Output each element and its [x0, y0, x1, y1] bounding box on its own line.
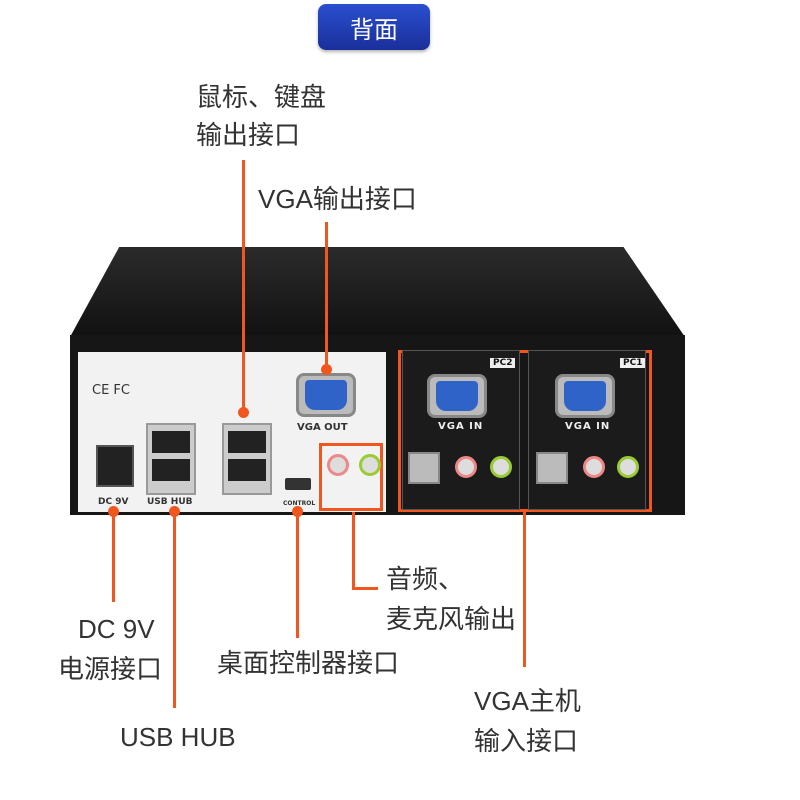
leader-usb-hub [173, 510, 176, 708]
label-vga-host-1: VGA主机 [474, 686, 581, 716]
label-vga-host-2: 输入接口 [474, 726, 579, 756]
leader-control [296, 510, 299, 638]
label-mouse-keyboard-2: 输出接口 [196, 120, 301, 150]
label-usb-hub: USB HUB [120, 722, 236, 752]
leader-dc [112, 510, 115, 602]
cert-marks: CE FC [92, 383, 130, 398]
pc1-audio-jack [617, 456, 639, 478]
mic-jack [327, 454, 349, 476]
leader-dot [321, 364, 332, 375]
leader-mouse-keyboard [242, 160, 245, 414]
leader-audio [352, 512, 355, 590]
label-vga-out: VGA输出接口 [258, 184, 417, 214]
pc2-tag: PC2 [490, 358, 516, 368]
leader-dot [238, 407, 249, 418]
pc2-mic-jack [455, 456, 477, 478]
pc2-vga-label: VGA IN [438, 421, 484, 432]
pc2-audio-jack [490, 456, 512, 478]
pc1-tag: PC1 [620, 358, 646, 368]
pc1-vga-port [555, 374, 615, 418]
control-port [285, 478, 311, 490]
usb-hub-label: USB HUB [147, 497, 193, 507]
pc2-vga-port [427, 374, 487, 418]
usb-kbd-mouse-port [222, 423, 272, 495]
pc1-vga-label: VGA IN [565, 421, 611, 432]
pc1-mic-jack [583, 456, 605, 478]
leader-vga-out [325, 222, 328, 370]
label-control: 桌面控制器接口 [217, 648, 400, 678]
leader-dot [292, 506, 303, 517]
pc1-usb-b-port [536, 452, 568, 484]
title-badge: 背面 [318, 4, 430, 50]
leader-audio-h [352, 587, 378, 590]
device-top [70, 247, 685, 337]
dc-label: DC 9V [98, 497, 129, 507]
label-audio-2: 麦克风输出 [386, 604, 517, 634]
vga-out-label: VGA OUT [297, 422, 348, 433]
audio-box [319, 443, 383, 511]
leader-dot [108, 506, 119, 517]
usb-hub-port [146, 423, 196, 495]
control-label: CONTROL [283, 500, 316, 507]
leader-vga-host [523, 512, 526, 667]
vga-out-port [296, 373, 356, 417]
leader-dot [169, 506, 180, 517]
audio-jack [359, 454, 381, 476]
pc2-usb-b-port [408, 452, 440, 484]
label-dc-1: DC 9V [78, 614, 155, 644]
label-dc-2: 电源接口 [58, 654, 163, 684]
label-mouse-keyboard-1: 鼠标、键盘 [196, 82, 327, 112]
vga-in-box [398, 350, 652, 512]
dc-jack [96, 445, 134, 487]
label-audio-1: 音频、 [386, 564, 465, 594]
